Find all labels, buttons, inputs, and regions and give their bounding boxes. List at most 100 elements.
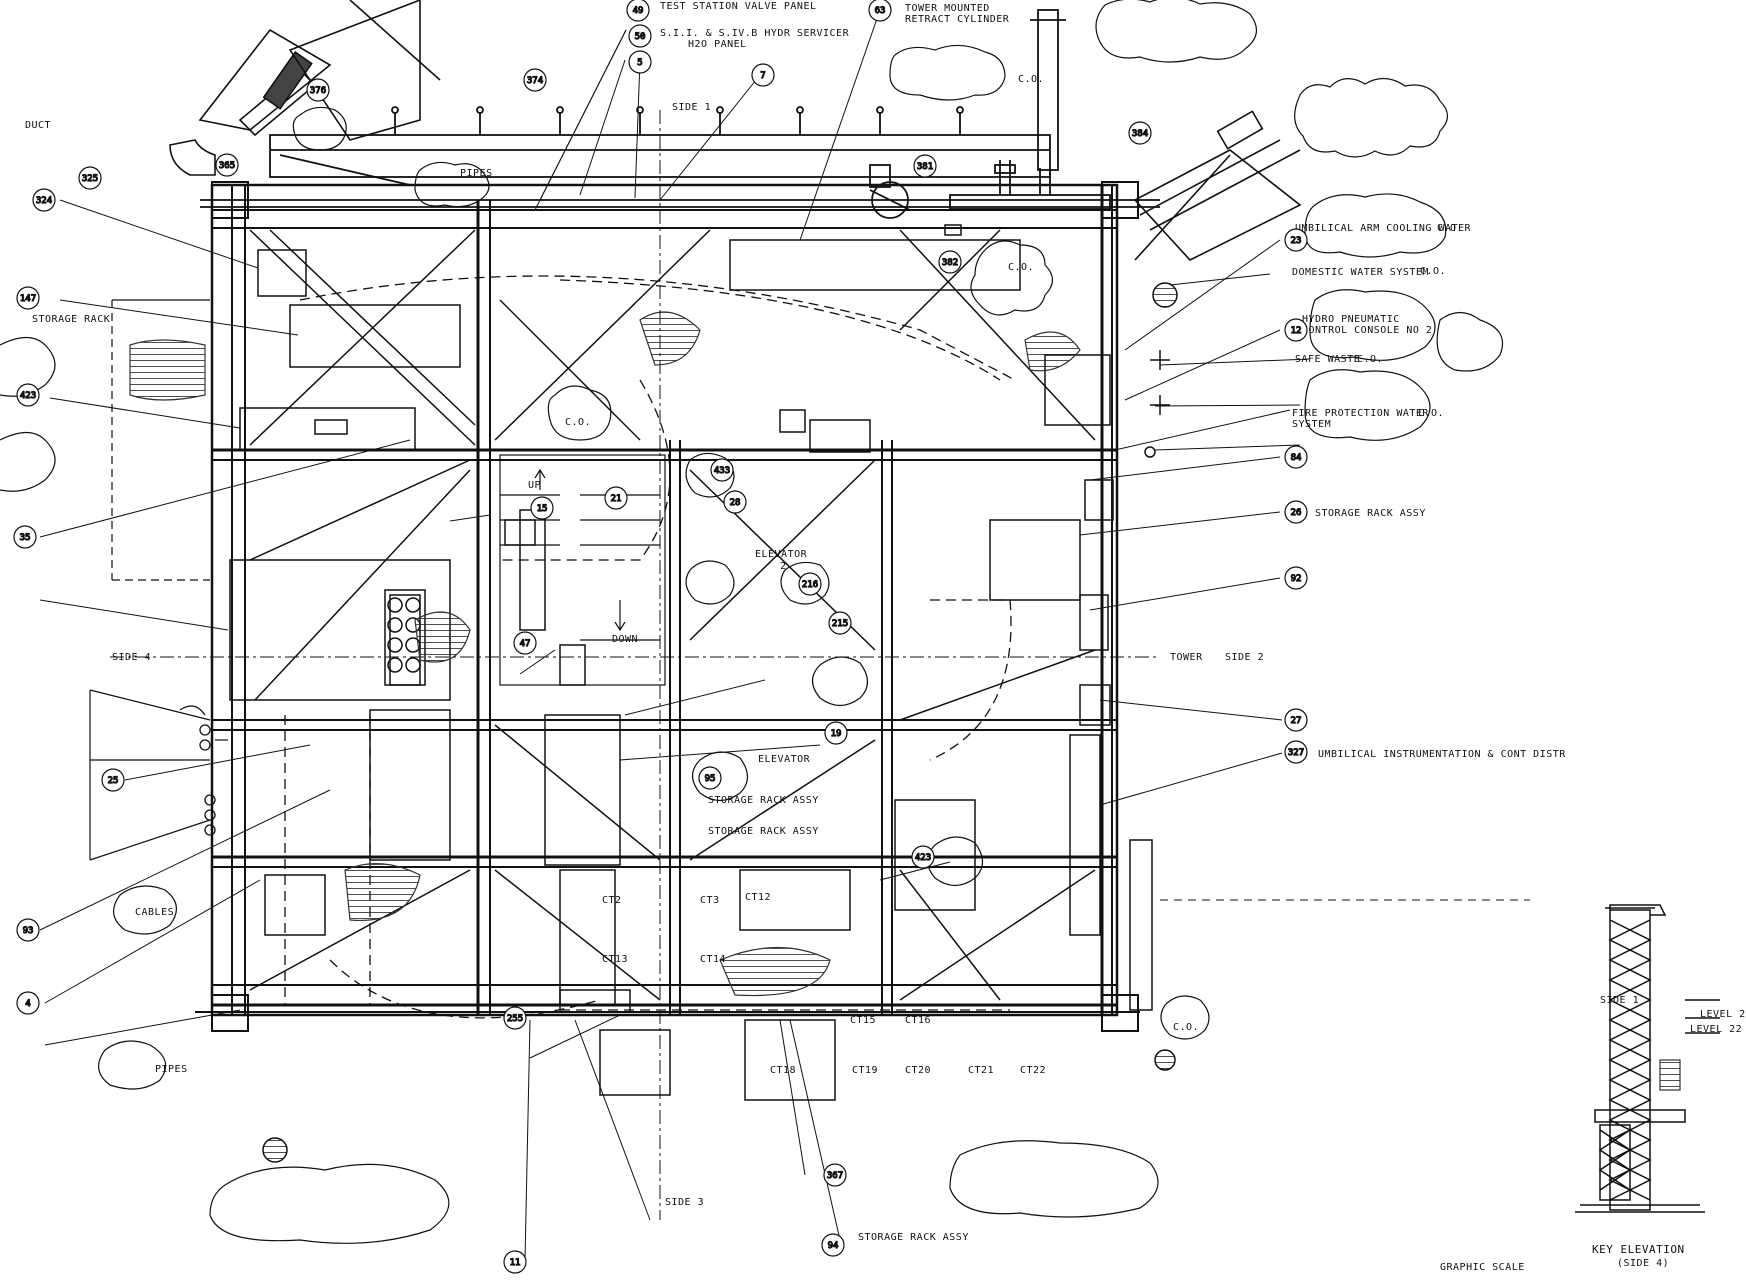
label-ct14: CT14 [700,954,726,965]
callout-bubble [698,766,722,790]
callout-bubble [1284,228,1308,252]
callout-bubble [13,525,37,549]
callout-bubble [604,486,628,510]
label-co-cooling: C.O. [1437,223,1463,234]
callout-number: 216 [802,580,818,590]
callout-number: 35 [20,533,31,543]
callout-number: 11 [510,1258,521,1268]
label-side-4: SIDE 4 [112,652,151,663]
callout-number: 5 [637,58,642,68]
equipment-blocks [229,224,1153,1101]
callout-bubble [798,572,822,596]
callout-bubble [306,78,330,102]
left-valves [179,705,216,836]
callout-number: 365 [219,161,235,171]
label-co-domestic: C.O. [1420,266,1446,277]
callout-bubble [1284,445,1308,469]
label-storage-rack-92: STORAGE RACK ASSY [1315,508,1426,519]
callout-bubble [821,1233,845,1257]
callout-number: 94 [828,1241,839,1251]
cloud-bottom-left [209,1163,450,1244]
callout-number: 382 [942,258,958,268]
cloud-co-center [970,240,1054,316]
callout-bubble [503,1006,527,1030]
label-duct: DUCT [25,120,51,131]
label-safe-waste: SAFE WASTE [1295,354,1360,365]
callout-number: 21 [611,494,622,504]
upper-left-chute [169,0,441,176]
diagonal-bracing [249,229,1096,1001]
callout-bubble [16,383,40,407]
label-retract-cylinder: RETRACT CYLINDER [905,14,1010,25]
label-storage-rack-95: STORAGE RACK ASSY [708,826,819,837]
label-co-safe-waste: C.O. [1357,354,1383,365]
label-down: DOWN [612,634,638,645]
callout-number: 92 [1291,574,1302,584]
callout-number: 147 [20,294,36,304]
callout-bubbles: 4950635737437638138238432432514742335259… [13,0,1308,1274]
label-cables: CABLES [135,907,174,918]
callout-number: 327 [1288,748,1304,758]
label-tower: TOWER [1170,652,1203,663]
callout-bubble [78,166,102,190]
label-elevator: ELEVATOR [758,754,811,765]
callout-bubble [503,1250,527,1274]
callout-number: 23 [1291,236,1302,246]
label-side-2: SIDE 2 [1225,652,1264,663]
callout-bubble [938,250,962,274]
label-hydr-servicer: S.I.I. & S.IV.B HYDR SERVICER [660,28,850,39]
label-co-lower-right: C.O. [1173,1022,1199,1033]
callout-number: 26 [1291,508,1302,518]
callout-bubble [1284,318,1308,342]
callout-number: 49 [633,6,644,16]
callout-number: 384 [1132,129,1148,139]
label-level-b: LEVEL 22 [1690,1024,1742,1035]
label-ct12: CT12 [745,892,771,903]
callout-number: 19 [831,729,842,739]
callout-bubble [16,286,40,310]
label-co-underfloor: C.O. [565,417,591,428]
callout-bubble [868,0,892,22]
label-up: UP [528,480,541,491]
callout-number: 93 [23,926,34,936]
label-hydro-pneumatic-1: HYDRO PNEUMATIC [1302,314,1400,325]
callout-number: 27 [1291,716,1302,726]
callout-number: 47 [520,639,531,649]
callout-number: 255 [507,1014,523,1024]
callout-bubble [751,63,775,87]
label-co-center: C.O. [1008,262,1034,273]
callout-bubble [913,154,937,178]
cloud-camera-access [1294,77,1449,158]
callout-number: 367 [827,1171,843,1181]
leader-lines [39,9,1311,1261]
cloud-water-spray [889,44,1006,101]
label-test-station: TEST STATION VALVE PANEL [660,1,817,12]
cloud-bottom-center [949,1140,1159,1218]
label-elevator-2: ELEVATOR [755,549,808,560]
callout-number: 84 [1291,453,1302,463]
callout-bubble [823,1163,847,1187]
label-co-fire: C.O. [1418,408,1444,419]
left-exterior [89,299,228,861]
label-side-3: SIDE 3 [665,1197,704,1208]
label-hydro-pneumatic-2: CONTROL CONSOLE NO 2 [1302,325,1432,336]
callout-number: 63 [875,6,886,16]
label-pipes: PIPES [155,1064,188,1075]
callout-bubble [626,0,650,22]
callout-bubble [101,768,125,792]
callout-bubble [32,188,56,212]
label-side-1: SIDE 1 [672,102,711,113]
callout-bubble [828,611,852,635]
label-ct16: CT16 [905,1015,931,1026]
callout-bubble [1284,740,1308,764]
callout-bubble [16,991,40,1015]
label-tower-mounted: TOWER MOUNTED [905,3,990,14]
callout-number: 374 [527,76,543,86]
stair-area [499,454,666,686]
label-pipes-top: PIPES [460,168,493,179]
callout-number: 381 [917,162,933,172]
callout-number: 28 [730,498,741,508]
label-level-a: LEVEL 2 [1700,1009,1746,1020]
label-ct18: CT18 [770,1065,796,1076]
